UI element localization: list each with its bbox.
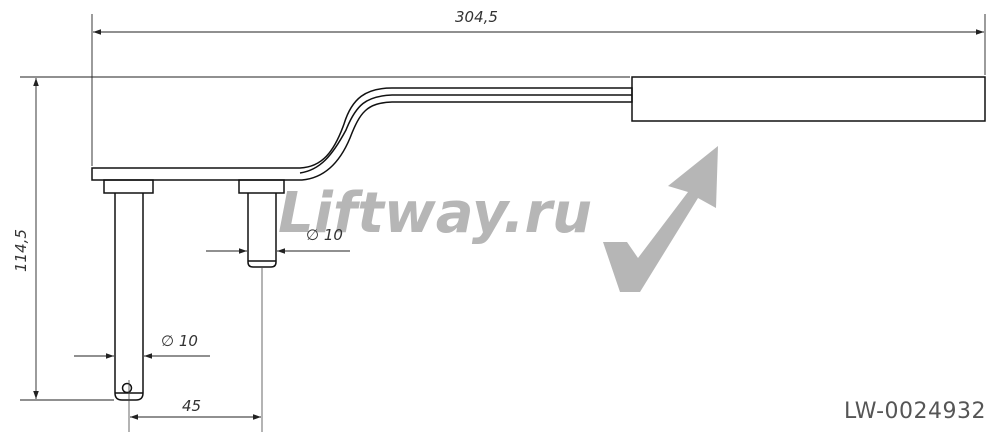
dim-height-label: 114,5 <box>12 229 30 272</box>
dimensions <box>20 14 986 420</box>
drawing-code: LW-0024932 <box>843 399 986 424</box>
dim-right-diameter-label: ∅ 10 <box>306 226 343 244</box>
left-pin <box>114 193 144 401</box>
dimension-labels: 304,5 114,5 45 ∅ 10 ∅ 10 <box>12 8 498 415</box>
watermark-arrow-icon <box>603 146 718 292</box>
center-lines <box>128 268 263 432</box>
watermark: Liftway.ru <box>278 146 718 292</box>
dim-spacing-label: 45 <box>182 397 201 415</box>
handle-grip <box>631 76 986 122</box>
bend-inner-line <box>299 94 632 174</box>
left-pin-hole <box>121 382 133 394</box>
part-outline <box>91 76 986 401</box>
right-pin <box>247 193 277 268</box>
dim-left-diameter-label: ∅ 10 <box>161 332 198 350</box>
right-pin-collar <box>238 179 285 194</box>
base-plate <box>91 87 633 181</box>
watermark-text: Liftway.ru <box>278 181 592 246</box>
left-pin-collar <box>103 179 154 194</box>
dim-length-label: 304,5 <box>455 8 498 26</box>
